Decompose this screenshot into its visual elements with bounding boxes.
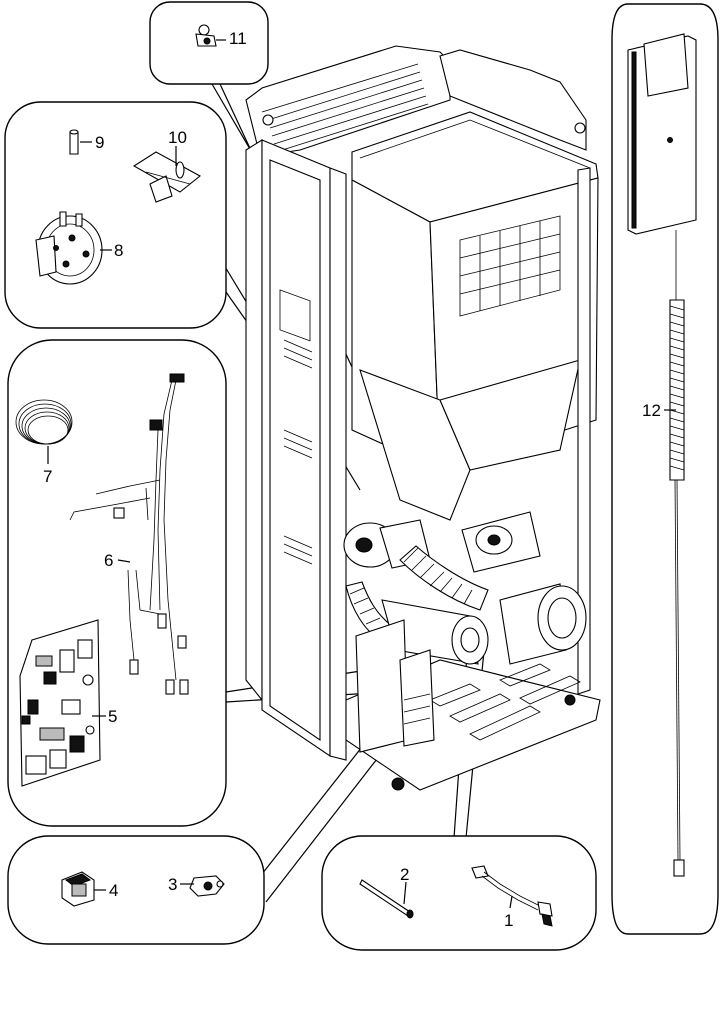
- frame-parts-5-6-7: 7 6: [7, 339, 227, 827]
- callout-2: 2: [400, 865, 409, 884]
- callout-10: 10: [168, 128, 187, 147]
- frame-part-12: 12: [611, 3, 719, 935]
- auger-motor: [461, 511, 541, 573]
- callout-8: 8: [114, 241, 123, 260]
- callout-1: 1: [504, 911, 513, 930]
- callout-5: 5: [108, 707, 117, 726]
- base-slots: [429, 663, 581, 741]
- callout-3: 3: [168, 875, 177, 894]
- part-8-pressure-switch: [35, 211, 103, 285]
- callout-9: 9: [95, 133, 104, 152]
- part-4-switch: [61, 871, 95, 907]
- callout-12: 12: [642, 401, 661, 420]
- frame-parts-8-9-10: 9 10 8: [4, 101, 227, 329]
- hopper-grille: [459, 215, 561, 317]
- convection-motor: [499, 583, 587, 665]
- part-12-igniter: [627, 33, 697, 877]
- part-10-bracket: [132, 151, 201, 203]
- part-3-fuse-holder: [189, 875, 225, 897]
- callout-6: 6: [104, 551, 113, 570]
- part-11-clip: [195, 24, 217, 47]
- part-1-sensor: [471, 865, 553, 927]
- part-7-coil: [15, 399, 73, 445]
- flex-duct: [345, 545, 489, 641]
- wiring-harness: [69, 373, 189, 695]
- frame-parts-1-2: 2 1: [321, 835, 597, 951]
- callout-7: 7: [43, 467, 52, 486]
- part-5-control-board: [19, 619, 101, 787]
- callout-11: 11: [229, 29, 247, 48]
- callout-4: 4: [109, 881, 118, 900]
- stove-body: [245, 45, 601, 791]
- frame-part-11: 11: [149, 1, 269, 85]
- frame-parts-3-4: 4 3: [7, 835, 265, 945]
- part-2-probe: [359, 879, 414, 919]
- exhaust-fan: [381, 599, 489, 665]
- part-9-pin: [69, 129, 79, 155]
